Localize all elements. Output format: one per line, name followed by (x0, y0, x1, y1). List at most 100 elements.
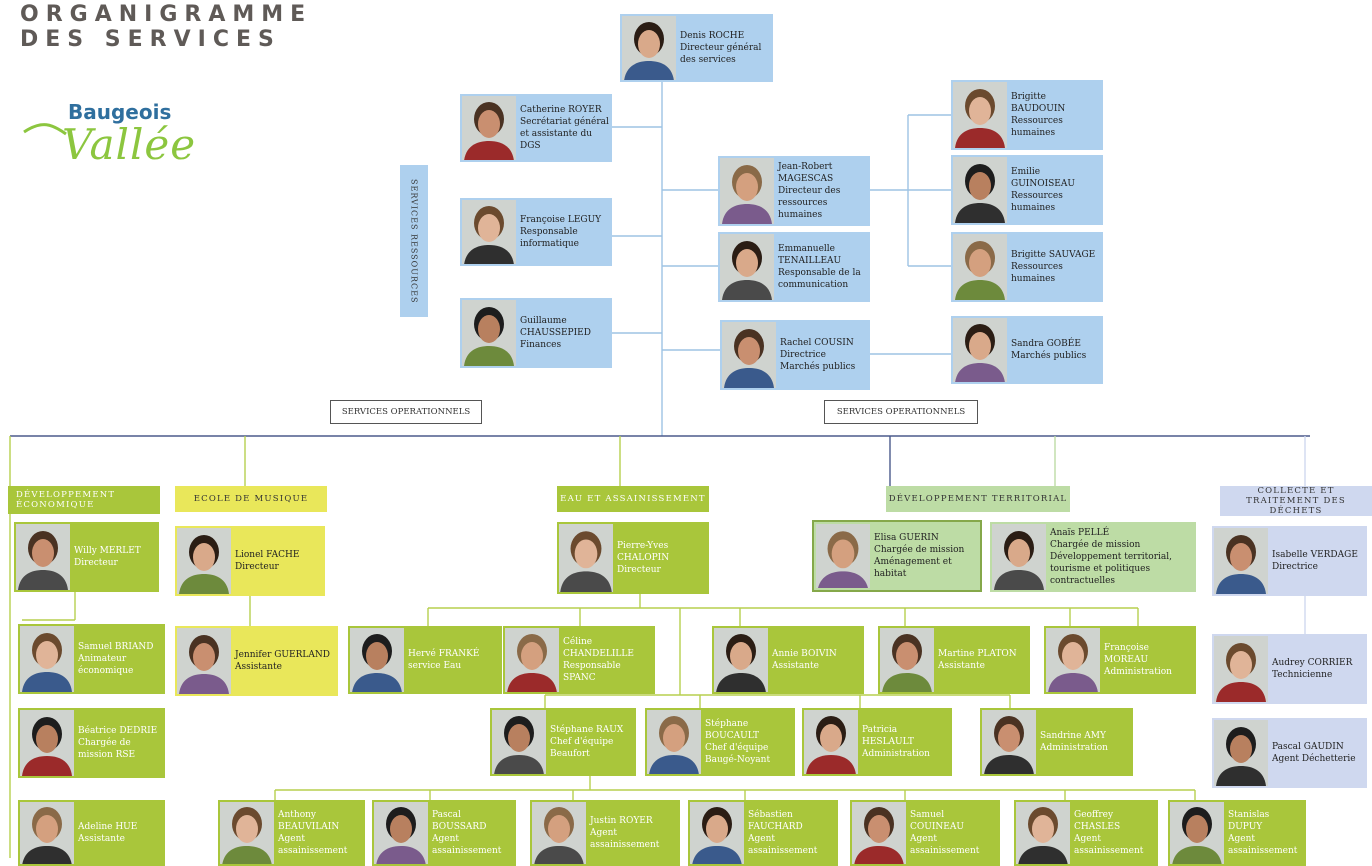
person-name: Stéphane RAUX (550, 725, 624, 735)
person-role: Chef d'équipe Baugé-Noyant (705, 743, 771, 765)
portrait-photo (505, 628, 559, 692)
services-operationnels-label-right: SERVICES OPERATIONNELS (824, 400, 978, 424)
portrait-photo (714, 628, 768, 692)
portrait-photo (1170, 802, 1224, 864)
person-role: Directrice (1272, 562, 1318, 572)
portrait-photo (690, 802, 744, 864)
portrait-photo (953, 82, 1007, 148)
portrait-photo (462, 96, 516, 160)
portrait-photo (1214, 720, 1268, 786)
person-name: Justin ROYER (590, 816, 653, 826)
person-role: Assistante (78, 834, 125, 844)
person-name: Adeline HUE (78, 822, 138, 832)
person-role: Secrétariat général et assistante du DGS (520, 117, 609, 151)
person-role: Agent assainissement (278, 834, 348, 856)
person-name: Denis ROCHE (680, 31, 745, 41)
person-name: Brigitte SAUVAGE (1011, 250, 1096, 260)
page-title: ORGANIGRAMME DES SERVICES (20, 2, 312, 52)
person-role: Directeur (74, 558, 118, 568)
portrait-photo (722, 322, 776, 388)
portrait-icon (220, 802, 274, 864)
portrait-icon (852, 802, 906, 864)
portrait-photo (953, 157, 1007, 223)
person-role: Directeur (235, 562, 279, 572)
person-name: Emmanuelle TENAILLEAU (778, 244, 842, 266)
person-name: Guillaume CHAUSSEPIED (520, 316, 591, 338)
person-name: Sandra GOBÉE (1011, 339, 1081, 349)
person-name: Geoffrey CHASLES (1074, 810, 1121, 832)
person-name: Jean-Robert MAGESCAS (778, 162, 834, 184)
portrait-icon (720, 158, 774, 224)
person-name: Céline CHANDELILLE (563, 637, 634, 659)
portrait-photo (816, 524, 870, 588)
portrait-icon (953, 318, 1007, 382)
page-title-line1: ORGANIGRAMME (20, 2, 313, 27)
portrait-icon (1214, 720, 1268, 786)
portrait-photo (532, 802, 586, 864)
portrait-icon (1016, 802, 1070, 864)
person-role: Agent assainissement (1228, 834, 1298, 856)
portrait-photo (647, 710, 701, 774)
portrait-icon (505, 628, 559, 692)
portrait-photo (177, 628, 231, 694)
portrait-photo (804, 710, 858, 774)
dept-header-dev-terr: DÉVELOPPEMENT TERRITORIAL (886, 486, 1070, 512)
portrait-photo (559, 524, 613, 592)
person-name: Sandrine AMY (1040, 731, 1106, 741)
portrait-icon (559, 524, 613, 592)
person-role: Agent assainissement (748, 834, 818, 856)
portrait-icon (804, 710, 858, 774)
portrait-icon (714, 628, 768, 692)
logo-script: Vallée (62, 120, 197, 169)
person-name: Pascal BOUSSARD (432, 810, 487, 832)
portrait-icon (20, 802, 74, 864)
person-name: Françoise MOREAU (1104, 643, 1149, 665)
portrait-icon (690, 802, 744, 864)
person-role: Assistante (938, 661, 985, 671)
portrait-photo (953, 234, 1007, 300)
portrait-photo (20, 710, 74, 776)
person-role: Chargée de mission RSE (78, 738, 136, 760)
portrait-icon (462, 300, 516, 366)
person-name: Annie BOIVIN (772, 649, 837, 659)
person-name: Elisa GUERIN (874, 533, 939, 543)
person-role: Responsable de la communication (778, 268, 861, 290)
portrait-icon (953, 157, 1007, 223)
portrait-icon (647, 710, 701, 774)
portrait-photo (20, 802, 74, 864)
portrait-icon (816, 524, 870, 588)
person-role: Agent assainissement (910, 834, 980, 856)
person-name: Stanislas DUPUY (1228, 810, 1270, 832)
